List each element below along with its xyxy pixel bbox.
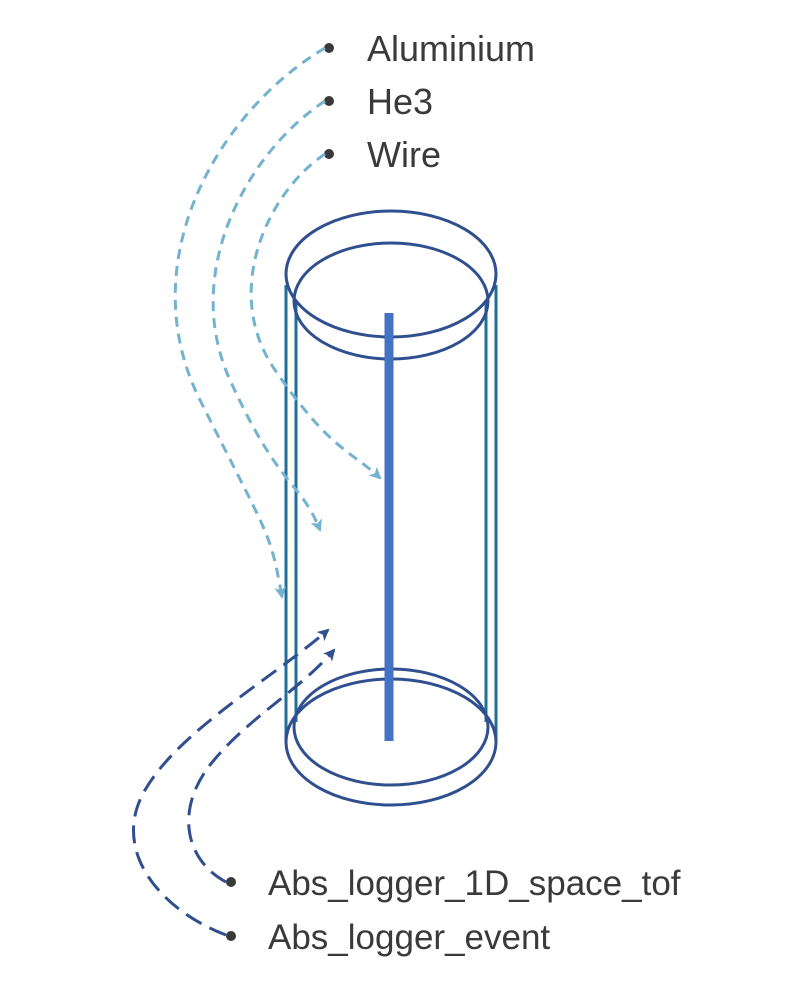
top-arrows (173, 46, 382, 599)
label-wire: Wire (367, 134, 441, 175)
arrow-wire (249, 152, 382, 480)
tube-walls (284, 285, 498, 742)
arrow-abs-logger-1d-space-tof (187, 648, 336, 884)
bullet-icon-abs-logger-event (226, 931, 236, 941)
label-abs-logger-1d-space-tof: Abs_logger_1D_space_tof (268, 864, 681, 903)
bullet-icon-he3 (324, 96, 334, 106)
arrow-aluminium (173, 46, 326, 599)
label-he3: He3 (367, 81, 434, 122)
bullet-icon-abs-logger-1d (226, 877, 236, 887)
arrow-he3 (211, 99, 326, 532)
label-aluminium: Aluminium (367, 28, 536, 69)
bottom-arrows (132, 628, 336, 937)
bullet-icon-aluminium (324, 43, 334, 53)
arrow-abs-logger-event (132, 628, 330, 937)
label-abs-logger-event: Abs_logger_event (268, 918, 551, 957)
bullet-icon-wire (324, 149, 334, 159)
